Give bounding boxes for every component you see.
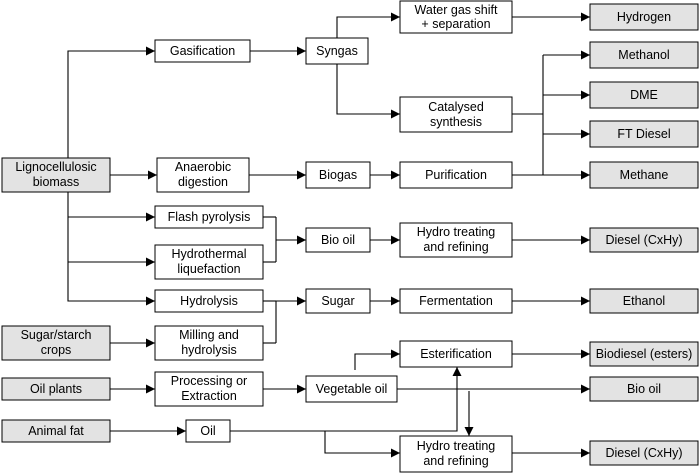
process-label-line-1: Hydrothermal bbox=[171, 247, 246, 261]
process-anaerobic-digestion: Anaerobic digestion bbox=[156, 157, 250, 193]
product-label: DME bbox=[630, 88, 658, 102]
source-label-line-1: Lignocellulosic bbox=[15, 160, 96, 174]
process-label: Purification bbox=[425, 168, 487, 182]
product-methanol: Methanol bbox=[589, 41, 699, 69]
product-label: Diesel (CxHy) bbox=[605, 233, 682, 247]
product-methane: Methane bbox=[589, 161, 699, 189]
source-animal-fat: Animal fat bbox=[1, 419, 111, 443]
process-hydro-treating-2: Hydro treating and refining bbox=[399, 435, 513, 473]
process-label: Esterification bbox=[420, 347, 492, 361]
product-label: Biodiesel (esters) bbox=[596, 347, 693, 361]
product-label: Bio oil bbox=[627, 382, 661, 396]
process-label: Flash pyrolysis bbox=[168, 210, 251, 224]
source-label-line-2: biomass bbox=[33, 175, 80, 189]
process-label-line-2: and refining bbox=[423, 454, 488, 468]
process-label-line-2: Extraction bbox=[181, 389, 237, 403]
process-processing-extraction: Processing or Extraction bbox=[154, 371, 264, 407]
process-biogas: Biogas bbox=[305, 161, 371, 189]
product-label: Diesel (CxHy) bbox=[605, 446, 682, 460]
product-diesel-1: Diesel (CxHy) bbox=[589, 227, 699, 253]
process-label: Oil bbox=[200, 424, 215, 438]
product-ethanol: Ethanol bbox=[589, 288, 699, 314]
process-label: Hydrolysis bbox=[180, 294, 238, 308]
process-water-gas-shift: Water gas shift + separation bbox=[399, 0, 513, 34]
process-sugar: Sugar bbox=[305, 288, 371, 314]
source-label-line-1: Sugar/starch bbox=[21, 328, 92, 342]
process-catalysed-synthesis: Catalysed synthesis bbox=[399, 96, 513, 133]
process-label-line-1: Milling and bbox=[179, 328, 239, 342]
process-flash-pyrolysis: Flash pyrolysis bbox=[154, 205, 264, 229]
process-label-line-1: Hydro treating bbox=[417, 439, 496, 453]
product-ft-diesel: FT Diesel bbox=[589, 120, 699, 148]
product-dme: DME bbox=[589, 81, 699, 109]
process-label-line-2: and refining bbox=[423, 240, 488, 254]
process-hydrothermal-liquefaction: Hydrothermal liquefaction bbox=[154, 244, 264, 280]
process-label: Gasification bbox=[170, 44, 235, 58]
process-label-line-2: synthesis bbox=[430, 115, 482, 129]
process-syngas: Syngas bbox=[305, 37, 369, 65]
product-label: Methanol bbox=[618, 48, 669, 62]
process-label-line-1: Processing or bbox=[171, 374, 247, 388]
source-label: Oil plants bbox=[30, 382, 82, 396]
process-label-line-1: Hydro treating bbox=[417, 225, 496, 239]
process-label-line-2: + separation bbox=[421, 17, 490, 31]
product-label: Hydrogen bbox=[617, 10, 671, 24]
process-label-line-2: digestion bbox=[178, 175, 228, 189]
source-label: Animal fat bbox=[28, 424, 84, 438]
process-label-line-2: liquefaction bbox=[177, 262, 240, 276]
process-label: Bio oil bbox=[321, 233, 355, 247]
product-label: FT Diesel bbox=[617, 127, 670, 141]
product-label: Ethanol bbox=[623, 294, 665, 308]
connectors bbox=[67, 12, 590, 458]
process-gasification: Gasification bbox=[154, 39, 251, 63]
product-diesel-2: Diesel (CxHy) bbox=[589, 440, 699, 466]
process-hydro-treating-1: Hydro treating and refining bbox=[399, 222, 513, 258]
source-lignocellulosic-biomass: Lignocellulosic biomass bbox=[1, 157, 111, 193]
product-biodiesel: Biodiesel (esters) bbox=[589, 341, 699, 367]
process-label-line-1: Catalysed bbox=[428, 100, 484, 114]
process-label: Fermentation bbox=[419, 294, 493, 308]
process-milling-hydrolysis: Milling and hydrolysis bbox=[154, 325, 264, 361]
process-label-line-2: hydrolysis bbox=[181, 343, 237, 357]
product-bio-oil: Bio oil bbox=[589, 376, 699, 402]
process-bio-oil: Bio oil bbox=[305, 227, 371, 253]
source-oil-plants: Oil plants bbox=[1, 377, 111, 401]
process-label: Biogas bbox=[319, 168, 357, 182]
product-hydrogen: Hydrogen bbox=[589, 3, 699, 31]
source-sugar-starch-crops: Sugar/starch crops bbox=[1, 325, 111, 361]
process-hydrolysis: Hydrolysis bbox=[154, 289, 264, 313]
process-label: Syngas bbox=[316, 44, 358, 58]
process-label-line-1: Water gas shift bbox=[415, 3, 498, 17]
product-label: Methane bbox=[620, 168, 669, 182]
process-label: Sugar bbox=[321, 294, 354, 308]
process-fermentation: Fermentation bbox=[399, 288, 513, 314]
process-purification: Purification bbox=[399, 161, 513, 189]
process-oil: Oil bbox=[185, 419, 231, 443]
process-label-line-1: Anaerobic bbox=[175, 160, 231, 174]
process-label: Vegetable oil bbox=[316, 382, 388, 396]
process-esterification: Esterification bbox=[399, 340, 513, 368]
process-vegetable-oil: Vegetable oil bbox=[305, 375, 398, 403]
source-label-line-2: crops bbox=[41, 343, 72, 357]
